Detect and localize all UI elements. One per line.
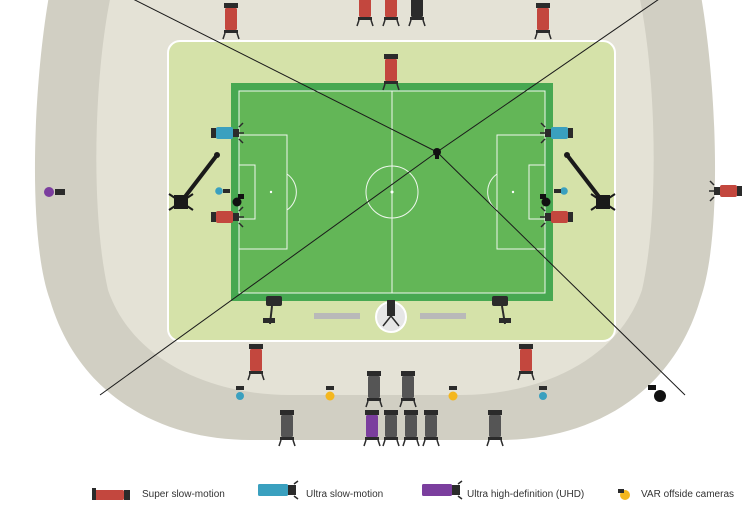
goal-camera-right-icon xyxy=(540,194,551,207)
uhd-camera-icon xyxy=(422,480,463,500)
mini-camera-right-teal xyxy=(554,187,568,195)
ultra-slow-motion-camera-icon xyxy=(258,480,299,500)
mini-camera-bottom-left-teal xyxy=(236,386,244,400)
camera-far-right-super-slow xyxy=(708,180,743,202)
goal-camera-left-icon xyxy=(232,194,244,207)
bench-right xyxy=(420,313,466,319)
halfway-touchline-camera xyxy=(375,300,407,333)
jib-crane-left-icon xyxy=(168,152,220,211)
legend-label-var-offside: VAR offside cameras xyxy=(641,489,735,500)
var-offside-camera-left xyxy=(325,386,335,401)
camera-far-left-uhd xyxy=(44,187,65,197)
camera-corner-right-black xyxy=(648,385,666,402)
var-offside-camera-icon xyxy=(618,489,630,500)
mini-camera-bottom-right-teal xyxy=(539,386,547,400)
jib-crane-right-icon xyxy=(564,152,616,211)
steadicam-right-icon xyxy=(492,296,511,325)
super-slow-motion-camera-icon xyxy=(92,488,130,500)
legend-label-super-slow-motion: Super slow-motion xyxy=(142,489,225,500)
legend-label-ultra-slow-motion: Ultra slow-motion xyxy=(306,489,384,500)
mini-camera-left-teal xyxy=(215,187,230,195)
pitch xyxy=(231,83,553,301)
spidercam-icon xyxy=(433,148,441,159)
steadicam-left-icon xyxy=(263,296,282,325)
legend-label-uhd: Ultra high-definition (UHD) xyxy=(467,489,585,500)
bench-left xyxy=(314,313,360,319)
spidercam-cables xyxy=(99,0,686,396)
var-offside-camera-right xyxy=(448,386,458,401)
